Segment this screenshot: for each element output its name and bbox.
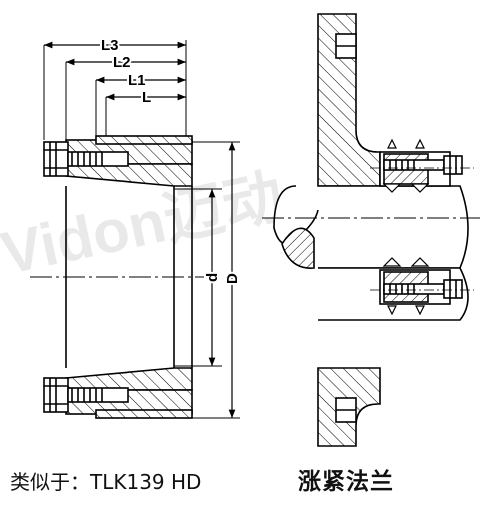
flange-assembly-section-view xyxy=(262,13,480,447)
similar-model-caption: 类似于：TLK139 HD xyxy=(10,470,202,494)
dimension-label-l1: L1 xyxy=(128,72,146,89)
dimension-label-l3: L3 xyxy=(101,37,119,54)
dimension-label-big-d: D xyxy=(224,273,241,284)
locking-element-section-view xyxy=(30,40,240,419)
product-name-caption: 涨紧法兰 xyxy=(298,469,394,495)
dimension-label-l: L xyxy=(142,89,151,106)
dimension-label-d: d xyxy=(204,273,221,282)
dimension-label-l2: L2 xyxy=(113,54,131,71)
